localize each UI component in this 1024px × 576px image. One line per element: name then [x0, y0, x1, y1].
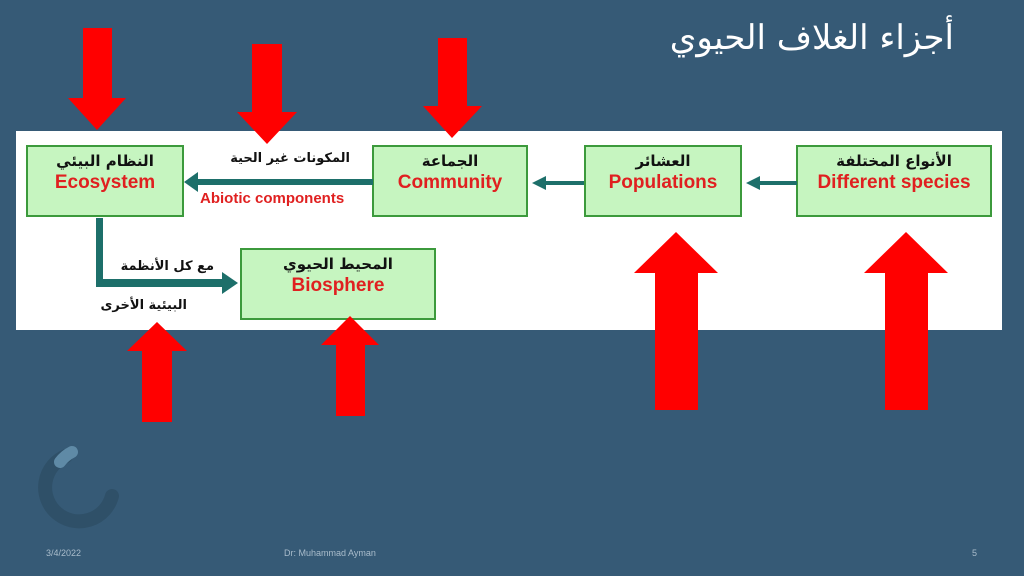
node-biosphere: المحيط الحيوي Biosphere: [240, 248, 436, 320]
node-community-ar: الجماعة: [421, 152, 479, 170]
flow-arrow-species-to-populations: [746, 176, 797, 190]
logo-arc-icon: [38, 446, 119, 529]
other-systems-line2: البيئية الأخرى: [100, 298, 187, 313]
node-ecosystem: النظام البيئي Ecosystem: [26, 145, 184, 217]
node-ecosystem-ar: النظام البيئي: [56, 152, 154, 170]
footer-author: Dr: Muhammad Ayman: [284, 548, 376, 558]
pointer-arrow-abiotic: [237, 44, 297, 144]
flow-arrow-ecosystem-to-biosphere: [96, 218, 238, 294]
footer-page: 5: [972, 548, 978, 558]
pointer-arrow-other-systems: [127, 322, 187, 422]
diagram-panel: النظام البيئي Ecosystem الجماعة Communit…: [16, 131, 1002, 330]
node-biosphere-ar: المحيط الحيوي: [283, 255, 393, 273]
node-populations-en: Populations: [608, 172, 718, 193]
node-populations: العشائر Populations: [584, 145, 742, 217]
node-populations-ar: العشائر: [635, 152, 691, 170]
other-systems-line1: مع كل الأنظمة: [120, 259, 214, 274]
node-species: الأنواع المختلفة Different species: [796, 145, 992, 217]
node-community-en: Community: [397, 172, 503, 193]
node-ecosystem-en: Ecosystem: [54, 172, 156, 193]
node-species-ar: الأنواع المختلفة: [836, 152, 952, 170]
flow-arrow-community-to-ecosystem: [184, 172, 373, 192]
abiotic-label-en: Abiotic components: [200, 190, 345, 207]
pointer-arrow-species: [864, 232, 948, 410]
flow-arrows: [96, 172, 797, 294]
pointer-arrow-community: [423, 38, 482, 138]
node-biosphere-en: Biosphere: [291, 275, 385, 296]
node-species-en: Different species: [817, 172, 971, 193]
slide-title: أجزاء الغلاف الحيوي: [669, 18, 954, 58]
abiotic-label-ar: المكونات غير الحية: [230, 151, 350, 166]
pointer-arrow-populations: [634, 232, 718, 410]
footer-date: 3/4/2022: [46, 548, 82, 558]
pointer-arrow-biosphere: [321, 316, 379, 416]
node-community: الجماعة Community: [372, 145, 528, 217]
pointer-arrow-ecosystem: [68, 28, 126, 130]
flow-arrow-populations-to-community: [532, 176, 584, 190]
pointer-arrows: [68, 28, 948, 422]
